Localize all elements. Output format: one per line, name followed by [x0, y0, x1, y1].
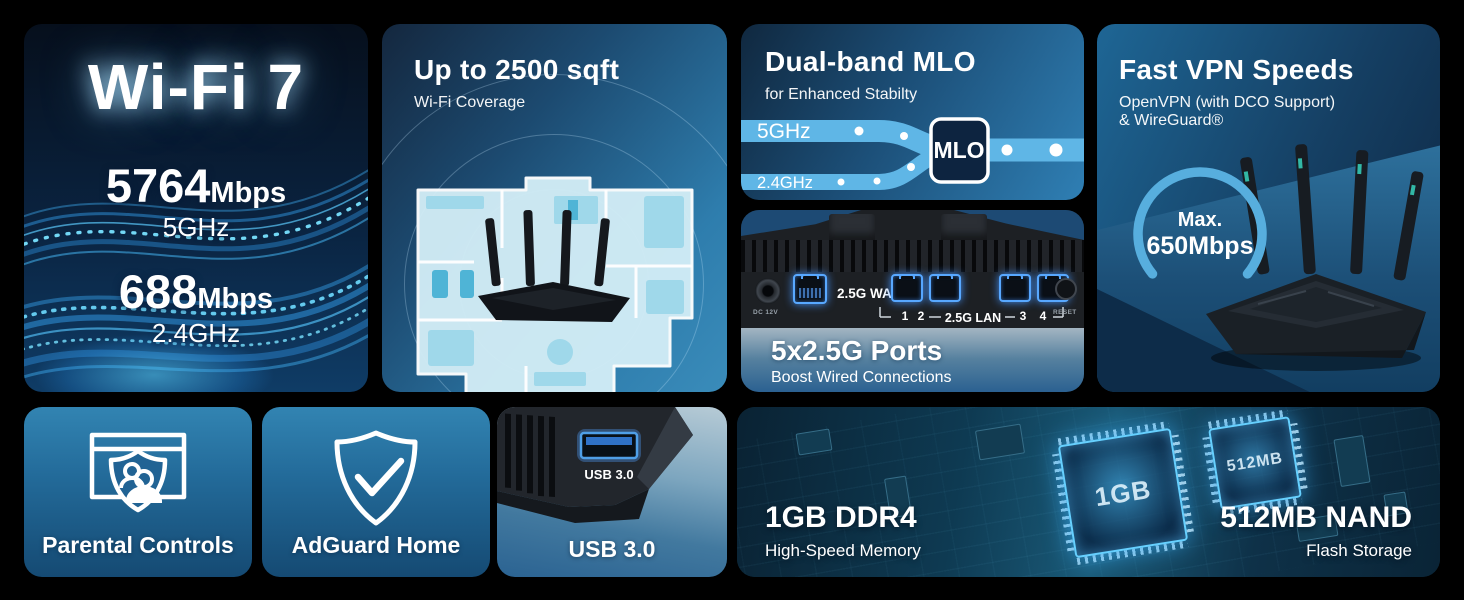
lan-port-number: 4: [1040, 309, 1047, 323]
memory-subtitle: High-Speed Memory: [765, 541, 921, 560]
storage-subtitle: Flash Storage: [1306, 541, 1412, 560]
wan-port: [793, 274, 827, 304]
lan-port-number: 1: [902, 309, 909, 323]
reset-label: RESET: [1053, 309, 1077, 316]
vpn-card: Fast VPN Speeds OpenVPN (with DCO Suppor…: [1097, 24, 1440, 392]
usb-port-label: USB 3.0: [584, 467, 633, 482]
storage-text-block: 512MB NAND Flash Storage: [1220, 501, 1412, 561]
router-on-floorplan: [478, 209, 630, 322]
lan-bracket: 1 2 2.5G LAN 3 4: [879, 307, 1064, 325]
speed-5ghz-value: 5764Mbps: [105, 159, 287, 212]
vpn-subtitle-line1: OpenVPN (with DCO Support): [1119, 94, 1336, 111]
speed-gauge: Max. 650Mbps: [1133, 167, 1267, 279]
memory-chip-label: 1GB: [1092, 473, 1154, 512]
vpn-subtitle: OpenVPN (with DCO Support) & WireGuard®: [1119, 94, 1354, 130]
antenna-mount: [941, 214, 987, 240]
gauge-prefix: Max.: [1178, 209, 1222, 231]
mlo-header: Dual-band MLO for Enhanced Stabilty: [765, 46, 976, 104]
mlo-subtitle: for Enhanced Stabilty: [765, 86, 918, 103]
dc-label: DC 12V: [753, 309, 779, 316]
vpn-header: Fast VPN Speeds OpenVPN (with DCO Suppor…: [1119, 54, 1354, 130]
ports-subtitle: Boost Wired Connections: [771, 369, 952, 386]
coverage-subtitle: Wi-Fi Coverage: [414, 94, 526, 111]
lan-port-3: [999, 274, 1031, 302]
lan-port-number: 2: [918, 309, 925, 323]
mlo-box-label: MLO: [933, 137, 984, 163]
lan-label: 2.5G LAN: [945, 311, 1001, 325]
usb-label: USB 3.0: [568, 536, 656, 562]
router-photo-graphic: [1206, 144, 1426, 371]
floorplan-graphic: [416, 176, 694, 392]
dc-power-jack: [755, 278, 781, 304]
parental-controls-card: Parental Controls: [24, 407, 252, 577]
speed-5ghz-band: 5GHz: [162, 212, 230, 242]
antenna-mount: [829, 214, 875, 240]
ports-title: 5x2.5G Ports: [771, 335, 943, 366]
wave-glow: [24, 320, 314, 392]
usb-card: USB 3.0 USB 3.0: [497, 407, 727, 577]
speed-5ghz: 5764Mbps 5GHz: [24, 162, 368, 243]
memory-text-block: 1GB DDR4 High-Speed Memory: [765, 501, 921, 561]
vpn-title: Fast VPN Speeds: [1119, 54, 1354, 85]
coverage-header: Up to 2500 sqft Wi-Fi Coverage: [414, 54, 619, 112]
mlo-title: Dual-band MLO: [765, 46, 976, 77]
adguard-home-card: AdGuard Home: [262, 407, 490, 577]
usb-port-photo-graphic: USB 3.0: [497, 407, 693, 523]
memory-title: 1GB DDR4: [765, 501, 917, 534]
reset-button-graphic: [1055, 278, 1077, 300]
adguard-home-label: AdGuard Home: [291, 532, 461, 558]
lan-port-2: [929, 274, 961, 302]
mlo-card: MLO 5GHz 2.4GHz Dual-band MLO for Enhanc…: [741, 24, 1084, 200]
lan-port-1: [891, 274, 923, 302]
mlo-diagram: MLO 5GHz 2.4GHz: [741, 117, 1084, 192]
lan-port-number: 3: [1020, 309, 1027, 323]
speed-24ghz-band: 2.4GHz: [151, 318, 241, 348]
coverage-ripple: [382, 74, 727, 392]
parental-controls-label: Parental Controls: [42, 532, 234, 558]
coverage-card: Up to 2500 sqft Wi-Fi Coverage: [382, 24, 727, 392]
storage-chip-label: 512MB: [1225, 449, 1285, 476]
adguard-shield-icon: [334, 430, 418, 526]
wan-label: 2.5G WAN: [837, 286, 902, 301]
speed-24ghz: 688Mbps 2.4GHz: [24, 268, 368, 349]
band-24ghz-label: 2.4GHz: [757, 174, 813, 192]
gauge-value: 650Mbps: [1147, 232, 1254, 260]
ports-card: DC 12V 2.5G WAN 1 2 2.5G LAN 3: [741, 210, 1084, 392]
coverage-title: Up to 2500 sqft: [414, 54, 620, 85]
vent-slots: [741, 240, 1084, 272]
memory-chip: 1GB: [1050, 420, 1196, 566]
vpn-subtitle-line2: & WireGuard®: [1119, 112, 1224, 129]
speed-24ghz-value: 688Mbps: [118, 265, 274, 318]
memory-card: 1GB 512MB 1GB DDR4 High-Speed Memory 512…: [737, 407, 1440, 577]
wifi7-card: Wi-Fi 7 5764Mbps 5GHz 688Mbps 2.4GHz: [24, 24, 368, 392]
ports-caption: 5x2.5G Ports Boost Wired Connections: [741, 328, 1084, 392]
parental-controls-icon: [89, 432, 187, 513]
mlo-box: [929, 117, 990, 184]
storage-title: 512MB NAND: [1220, 501, 1412, 534]
band-5ghz-label: 5GHz: [757, 120, 811, 143]
router-rear-panel-photo: DC 12V 2.5G WAN 1 2 2.5G LAN 3: [741, 210, 1084, 328]
wifi7-title: Wi-Fi 7: [87, 51, 305, 123]
